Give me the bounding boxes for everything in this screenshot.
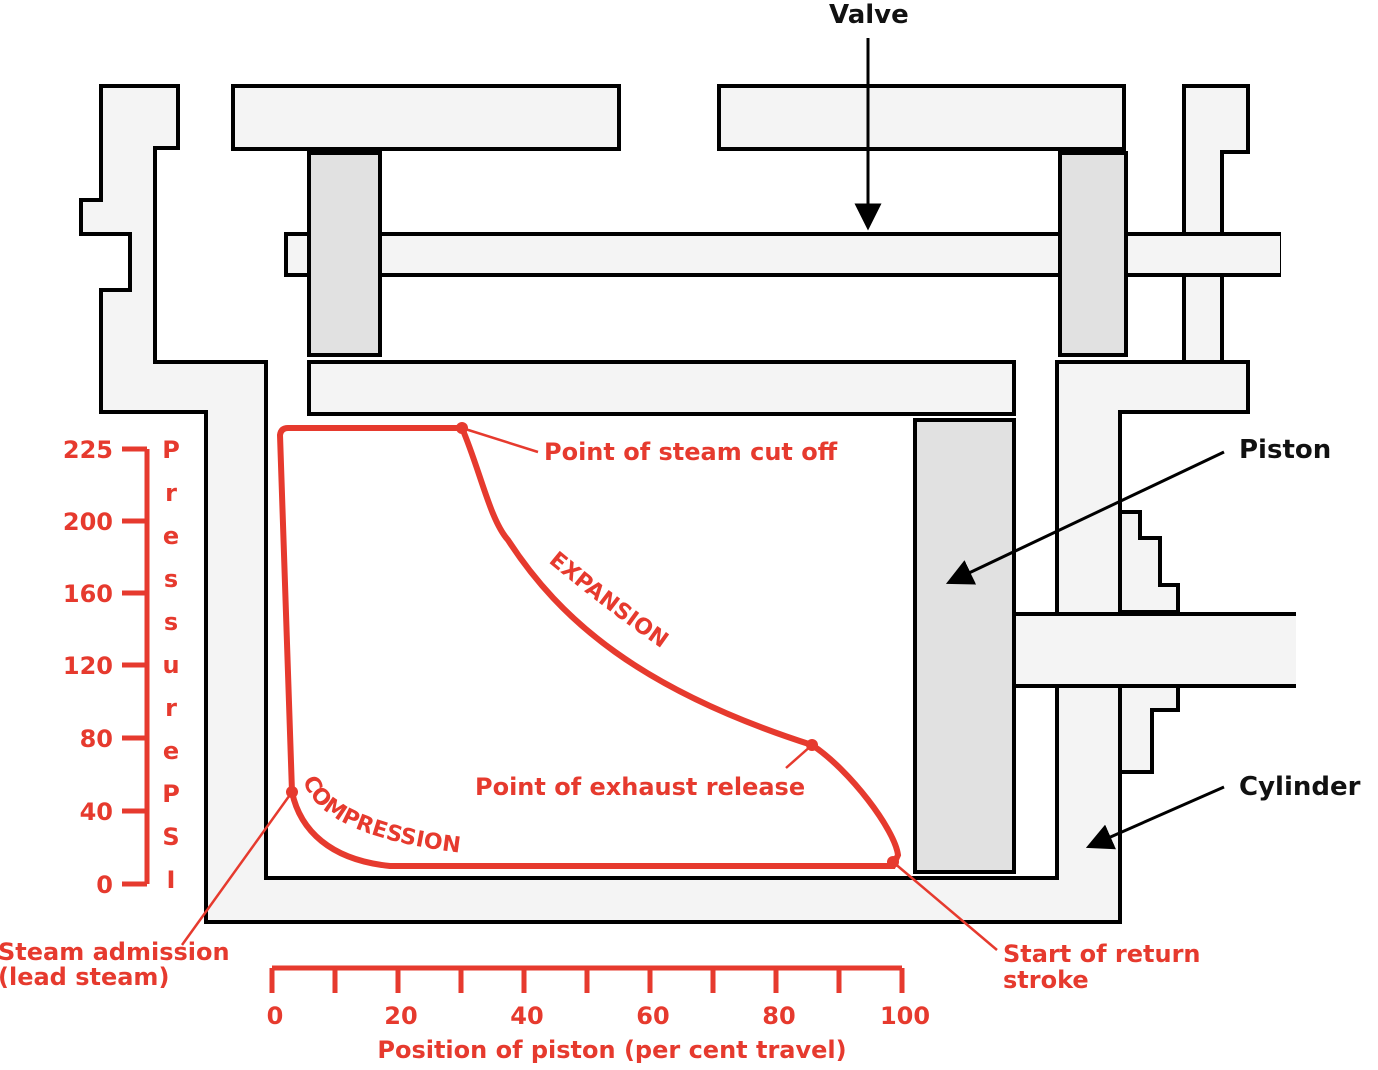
cylinder-label: Cylinder xyxy=(1239,772,1361,802)
piston-rod xyxy=(1012,612,1300,688)
cylinder-body xyxy=(79,84,1250,924)
valve-rod xyxy=(284,232,1284,277)
valve-head-left xyxy=(307,151,382,357)
position-tick-label: 60 xyxy=(636,1002,669,1030)
pressure-tick-label: 225 xyxy=(63,436,113,464)
top-plate-left xyxy=(231,84,621,151)
piston-label: Piston xyxy=(1239,435,1331,465)
pressure-axis-letter: r xyxy=(165,479,177,507)
cylinder-right-upper-wall xyxy=(1182,84,1250,364)
position-tick-label: 0 xyxy=(267,1002,284,1030)
pressure-tick-label: 40 xyxy=(80,798,113,826)
top-plate-right xyxy=(717,84,1126,151)
pressure-axis-letter: s xyxy=(164,565,178,593)
compression-label: COMPRESSION xyxy=(297,772,462,859)
exhaust-leader xyxy=(785,744,813,769)
pressure-axis-letter: P xyxy=(162,780,180,808)
admission-leader xyxy=(180,791,294,946)
pressure-axis-letter: e xyxy=(163,522,179,550)
admission-label-line1: Steam admission xyxy=(0,938,230,966)
exhaust-label: Point of exhaust release xyxy=(475,773,805,801)
pressure-axis-letter: r xyxy=(165,694,177,722)
pressure-axis-letter: S xyxy=(162,823,179,851)
position-tick-label: 20 xyxy=(384,1002,417,1030)
pressure-axis-letter: s xyxy=(164,608,178,636)
admission-label-line2: (lead steam) xyxy=(0,963,169,991)
valve-seat-plate xyxy=(307,360,1016,416)
cylinder-arrow xyxy=(1085,785,1225,850)
cylinder-right-steps-lower xyxy=(1118,684,1180,774)
piston-arrow xyxy=(945,450,1225,585)
pressure-tick-label: 160 xyxy=(63,580,113,608)
pressure-axis-letter: I xyxy=(167,866,176,894)
cutoff-leader xyxy=(461,426,539,454)
piston-head xyxy=(913,418,1016,874)
valve-head-right xyxy=(1058,151,1128,357)
position-axis: 0 20 40 60 80 100 xyxy=(267,965,930,1030)
position-tick-label: 100 xyxy=(880,1002,930,1030)
pressure-tick-label: 200 xyxy=(63,508,113,536)
return-label-line2: stroke xyxy=(1003,966,1089,994)
return-leader xyxy=(892,861,998,951)
pressure-tick-label: 120 xyxy=(63,652,113,680)
position-tick-label: 40 xyxy=(510,1002,543,1030)
valve-rod-fade xyxy=(1281,232,1311,278)
return-label-line1: Start of return xyxy=(1003,940,1201,968)
cutoff-label: Point of steam cut off xyxy=(544,438,838,466)
pressure-axis-letter: P xyxy=(162,436,180,464)
position-axis-label: Position of piston (per cent travel) xyxy=(377,1036,846,1064)
pressure-axis-letter: e xyxy=(163,737,179,765)
piston-assembly xyxy=(913,418,1326,874)
pressure-tick-label: 0 xyxy=(96,871,113,899)
cylinder-right-steps xyxy=(1118,412,1180,614)
position-tick-label: 80 xyxy=(762,1002,795,1030)
pressure-axis: 225 200 160 120 80 40 0 xyxy=(63,436,150,899)
pressure-tick-label: 80 xyxy=(80,725,113,753)
pressure-axis-letter: u xyxy=(162,651,179,679)
expansion-label: EXPANSION xyxy=(544,547,672,653)
piston-rod-fade xyxy=(1296,612,1326,688)
valve-assembly xyxy=(284,151,1311,357)
valve-label: Valve xyxy=(829,0,909,30)
